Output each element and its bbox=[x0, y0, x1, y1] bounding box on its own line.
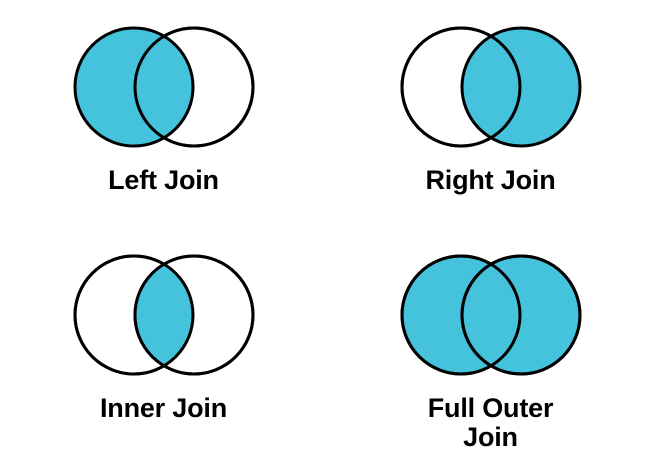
venn-diagram-full-outer-join bbox=[391, 250, 591, 380]
join-label-right-join: Right Join bbox=[425, 165, 556, 195]
join-label-inner-join: Inner Join bbox=[99, 393, 227, 423]
venn-diagram-left-join bbox=[64, 22, 264, 152]
venn-outline-right bbox=[460, 26, 581, 148]
join-label-left-join: Left Join bbox=[108, 165, 219, 195]
venn-outline-left bbox=[73, 254, 194, 376]
venn-outline-left bbox=[73, 26, 194, 148]
venn-diagram-right-join bbox=[391, 22, 591, 152]
venn-outline-right bbox=[460, 254, 581, 376]
join-cell-right-join: Right Join bbox=[327, 0, 654, 232]
join-cell-left-join: Left Join bbox=[0, 0, 327, 232]
join-cell-inner-join: Inner Join bbox=[0, 232, 327, 474]
join-label-full-outer-join: Full Outer Join bbox=[427, 393, 554, 453]
venn-outline-right bbox=[133, 254, 254, 376]
venn-outline-left bbox=[400, 26, 521, 148]
venn-region-intersection bbox=[134, 256, 193, 374]
venn-outline-right bbox=[133, 26, 254, 148]
venn-svg-right-join bbox=[400, 26, 581, 148]
venn-region-intersection bbox=[461, 28, 520, 146]
join-cell-full-outer-join: Full Outer Join bbox=[327, 232, 654, 474]
venn-diagram-inner-join bbox=[64, 250, 264, 380]
venn-svg-inner-join bbox=[73, 254, 254, 376]
venn-svg-left-join bbox=[73, 26, 254, 148]
venn-svg-full-outer-join bbox=[400, 254, 581, 376]
venn-outline-left bbox=[400, 254, 521, 376]
venn-region-intersection bbox=[134, 28, 193, 146]
